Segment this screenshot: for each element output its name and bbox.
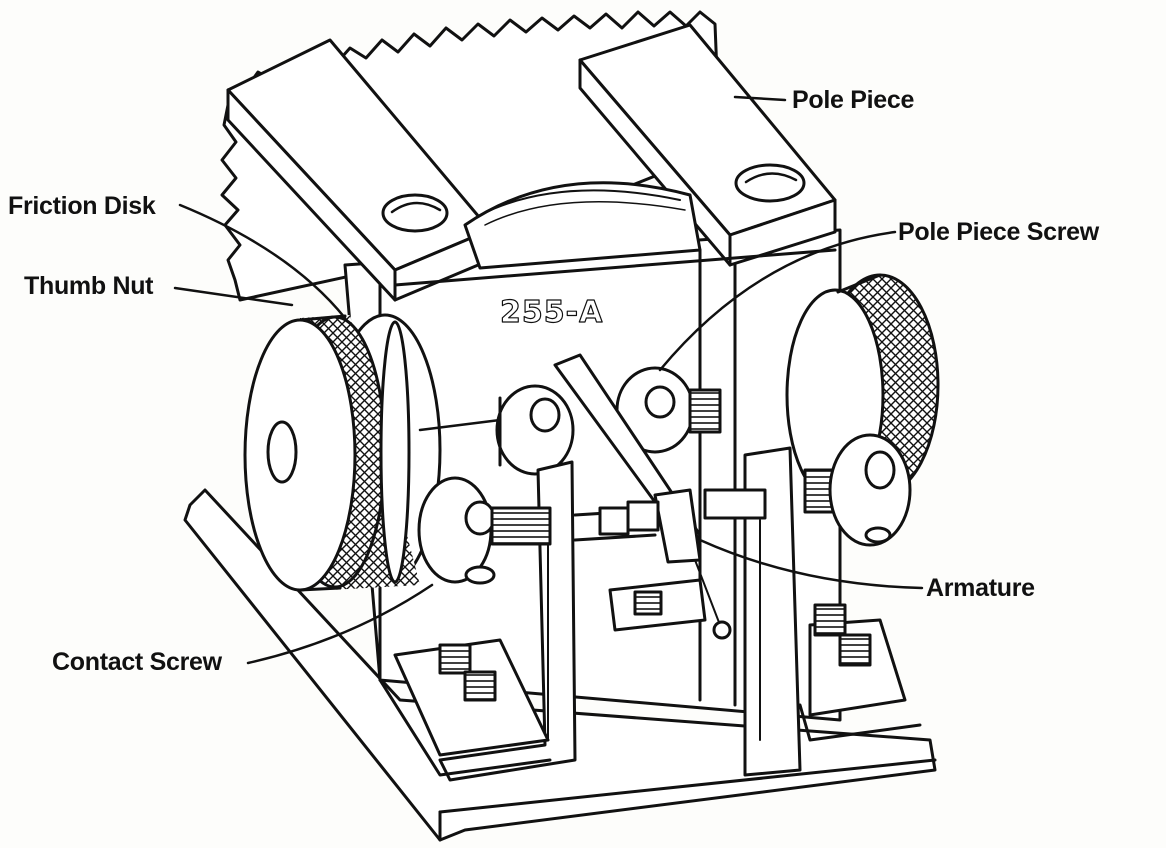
leader-pole-piece-screw: [658, 230, 897, 372]
pole-piece-left-screw-hole: [381, 193, 449, 233]
pole-piece-right-screw-hole: [734, 163, 806, 203]
left-contact-screw: [417, 476, 660, 585]
friction-disk: [379, 320, 411, 584]
label-contact-screw: Contact Screw: [52, 648, 222, 676]
right-foot-block: [798, 603, 922, 742]
right-contact-bracket: [743, 446, 802, 777]
leader-pole-piece: [733, 95, 787, 102]
leader-armature: [698, 538, 924, 590]
armature-plate: [653, 488, 702, 564]
leader-contact-screw: [246, 583, 434, 665]
left-thumb-nut: [243, 313, 442, 592]
model-number: 255-A: [500, 295, 603, 330]
right-contact-screw: [703, 433, 912, 547]
upper-right-barrel: [615, 366, 722, 454]
leader-thumb-nut: [173, 286, 294, 307]
label-friction-disk: Friction Disk: [8, 192, 156, 220]
label-pole-piece: Pole Piece: [792, 86, 915, 114]
label-armature: Armature: [926, 574, 1035, 602]
leader-friction-disk: [178, 203, 347, 320]
upper-left-barrel: [418, 384, 575, 476]
label-pole-piece-screw: Pole Piece Screw: [898, 218, 1099, 246]
label-thumb-nut: Thumb Nut: [24, 272, 154, 300]
left-foot-block: [378, 638, 552, 777]
base-plate-edge: [438, 758, 937, 814]
leader-lines: [173, 95, 924, 665]
